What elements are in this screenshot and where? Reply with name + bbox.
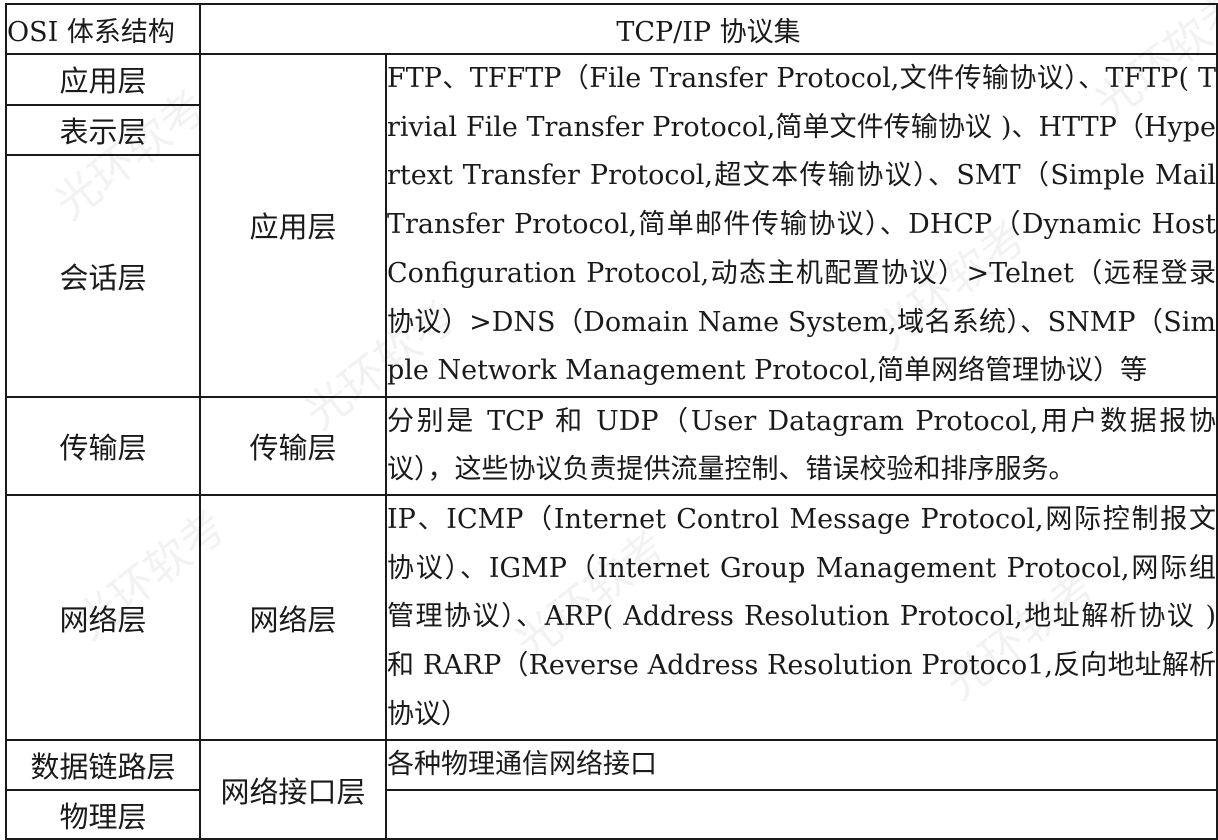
osi-layer-session: 会话层 <box>5 153 201 398</box>
protocols-transport-text: 分别是 TCP 和 UDP（User Datagram Protocol,用户数… <box>387 405 1217 485</box>
protocols-interface-text: 各种物理通信网络接口 <box>387 749 657 781</box>
header-tcpip: TCP/IP 协议集 <box>198 3 1218 55</box>
tcpip-layer-network: 网络层 <box>199 493 387 742</box>
protocols-network-text: IP、ICMP（Internet Control Message Protoco… <box>387 503 1217 730</box>
protocols-transport: 分别是 TCP 和 UDP（User Datagram Protocol,用户数… <box>384 395 1218 496</box>
osi-tcpip-comparison-table: OSI 体系结构 TCP/IP 协议集 应用层 应用层 FTP、TFFTP（Fi… <box>5 3 1218 840</box>
header-osi: OSI 体系结构 <box>5 3 201 55</box>
protocols-network: IP、ICMP（Internet Control Message Protoco… <box>384 493 1218 742</box>
tcpip-layer-application: 应用层 <box>199 53 387 398</box>
protocols-application: FTP、TFFTP（File Transfer Protocol,文件传输协议）… <box>384 53 1218 398</box>
table-row: 物理层 <box>5 789 1218 840</box>
header-row: OSI 体系结构 TCP/IP 协议集 <box>5 3 1218 55</box>
osi-layer-network: 网络层 <box>5 493 201 742</box>
table-row: 应用层 应用层 FTP、TFFTP（File Transfer Protocol… <box>5 53 1218 398</box>
protocols-application-text: FTP、TFFTP（File Transfer Protocol,文件传输协议）… <box>387 63 1217 387</box>
document-page: OSI 体系结构 TCP/IP 协议集 应用层 应用层 FTP、TFFTP（Fi… <box>5 0 1218 840</box>
table-row: 会话层 <box>5 153 1217 398</box>
table-row: 表示层 <box>5 103 1217 156</box>
osi-layer-transport: 传输层 <box>5 395 201 496</box>
protocols-physical <box>384 789 1218 840</box>
osi-layer-application: 应用层 <box>5 53 201 106</box>
tcpip-layer-transport: 传输层 <box>199 395 387 496</box>
tcpip-layer-interface: 网络接口层 <box>199 739 387 840</box>
table-row: 传输层 传输层 分别是 TCP 和 UDP（User Datagram Prot… <box>5 395 1218 496</box>
osi-layer-physical: 物理层 <box>5 789 201 840</box>
table-row: 网络层 网络层 IP、ICMP（Internet Control Message… <box>5 493 1218 742</box>
osi-layer-presentation: 表示层 <box>5 103 201 156</box>
